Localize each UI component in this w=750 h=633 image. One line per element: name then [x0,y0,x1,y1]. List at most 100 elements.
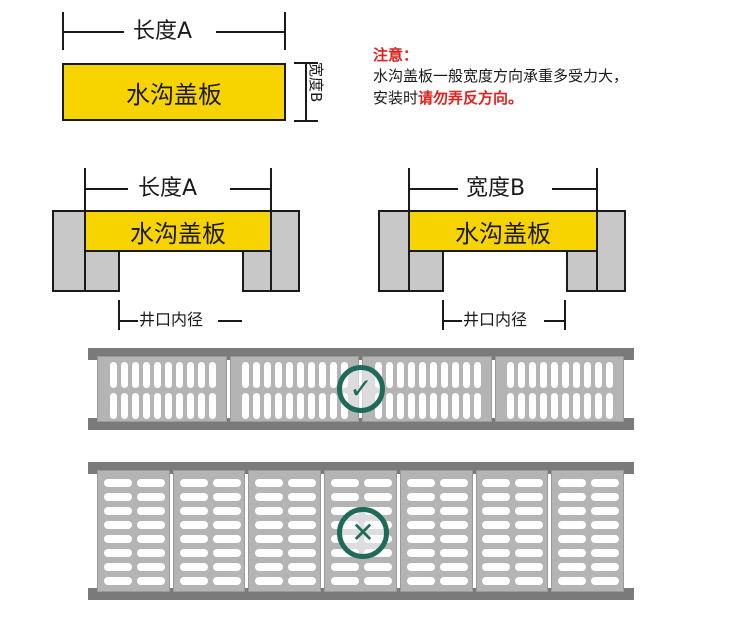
grate-slot [179,563,208,571]
left-drain-cover-plate: 水沟盖板 [84,210,272,252]
grate-slot [297,361,305,388]
grate-slot [407,392,415,419]
grate-slot [288,507,317,515]
grate-slot [208,361,216,388]
grate-slot [529,392,537,419]
grate-slot [396,361,404,388]
grate-slot [440,361,448,388]
grate-slot [507,361,515,388]
grate-slot [330,493,359,501]
grate-slot [418,361,426,388]
grate-slot [573,392,581,419]
grate-slot [153,361,161,388]
grate-slot [212,535,241,543]
grate-slot [330,392,338,419]
grate-correct-orientation: ✓ [88,348,634,430]
grate-slot [286,361,294,388]
grate-slot [396,392,404,419]
grate-slot [109,361,117,388]
grate-panel [494,356,624,422]
grate-slot [255,535,284,543]
grate-slot [136,521,165,529]
grate-slot [330,577,359,585]
grate-slot [591,549,620,557]
grate-slot [584,361,592,388]
grate-slot [451,361,459,388]
grate-slot [529,361,537,388]
grate-slot [482,521,511,529]
grate-slot [407,361,415,388]
grate-slot [429,361,437,388]
grate-slot [179,479,208,487]
grate-slot [275,361,283,388]
grate-slot [385,392,393,419]
grate-panel [97,356,227,422]
grate-slot [255,507,284,515]
top-drain-cover-plate: 水沟盖板 [62,63,286,121]
grate-slot [242,392,250,419]
check-icon: ✓ [337,365,385,413]
grate-panel [551,470,624,592]
grate-slot [558,577,587,585]
grate-slot [462,392,470,419]
grate-slot [573,361,581,388]
grate-slot [330,549,359,557]
grate-slot [288,493,317,501]
grate-slot [551,392,559,419]
grate-slot [482,549,511,557]
grate-slot [515,493,544,501]
grate-slot [136,493,165,501]
grate-slot [591,507,620,515]
grate-slot [136,479,165,487]
grate-slot [558,535,587,543]
grate-slot [591,521,620,529]
grate-slot [197,392,205,419]
grate-slot [482,577,511,585]
grate-slot [418,392,426,419]
top-plate-label: 水沟盖板 [126,80,222,109]
grate-slot [288,563,317,571]
grate-slot [406,479,435,487]
grate-slot [482,563,511,571]
grate-slot [473,361,481,388]
grate-slot [136,577,165,585]
grate-slot [439,549,468,557]
grate-slot [551,361,559,388]
note-line-2-prefix: 安装时 [373,89,419,107]
grate-slot [288,549,317,557]
right-width-label: 宽度B [466,176,526,201]
grate-slot [515,577,544,585]
grate-panel [97,470,170,592]
grate-slot [103,507,132,515]
grate-slot [518,392,526,419]
left-plate-label: 水沟盖板 [130,219,226,248]
left-channel-wall-right [270,210,300,292]
grate-slot [406,577,435,585]
grate-slot [131,361,139,388]
grate-slot [212,521,241,529]
grate-slot [212,549,241,557]
grate-slot [175,361,183,388]
left-channel-ledge-left [84,250,120,292]
right-channel-ledge-right [566,250,598,292]
grate-slot [179,549,208,557]
grate-slot [406,549,435,557]
grate-slot [255,563,284,571]
grate-slot [363,479,392,487]
grate-slot [136,535,165,543]
right-channel-ledge-left [408,250,444,292]
left-channel-ledge-right [242,250,272,292]
grate-slot [109,392,117,419]
grate-slot [179,577,208,585]
grate-slot [179,493,208,501]
grate-slot [558,479,587,487]
left-opening-label: 井口内径 [139,310,204,329]
grate-slot [439,507,468,515]
grate-slot [482,507,511,515]
grate-slot [406,521,435,529]
grate-panel [475,470,549,592]
grate-slot [482,535,511,543]
grate-panel [399,470,473,592]
grate-slot [175,392,183,419]
grate-slot [186,361,194,388]
